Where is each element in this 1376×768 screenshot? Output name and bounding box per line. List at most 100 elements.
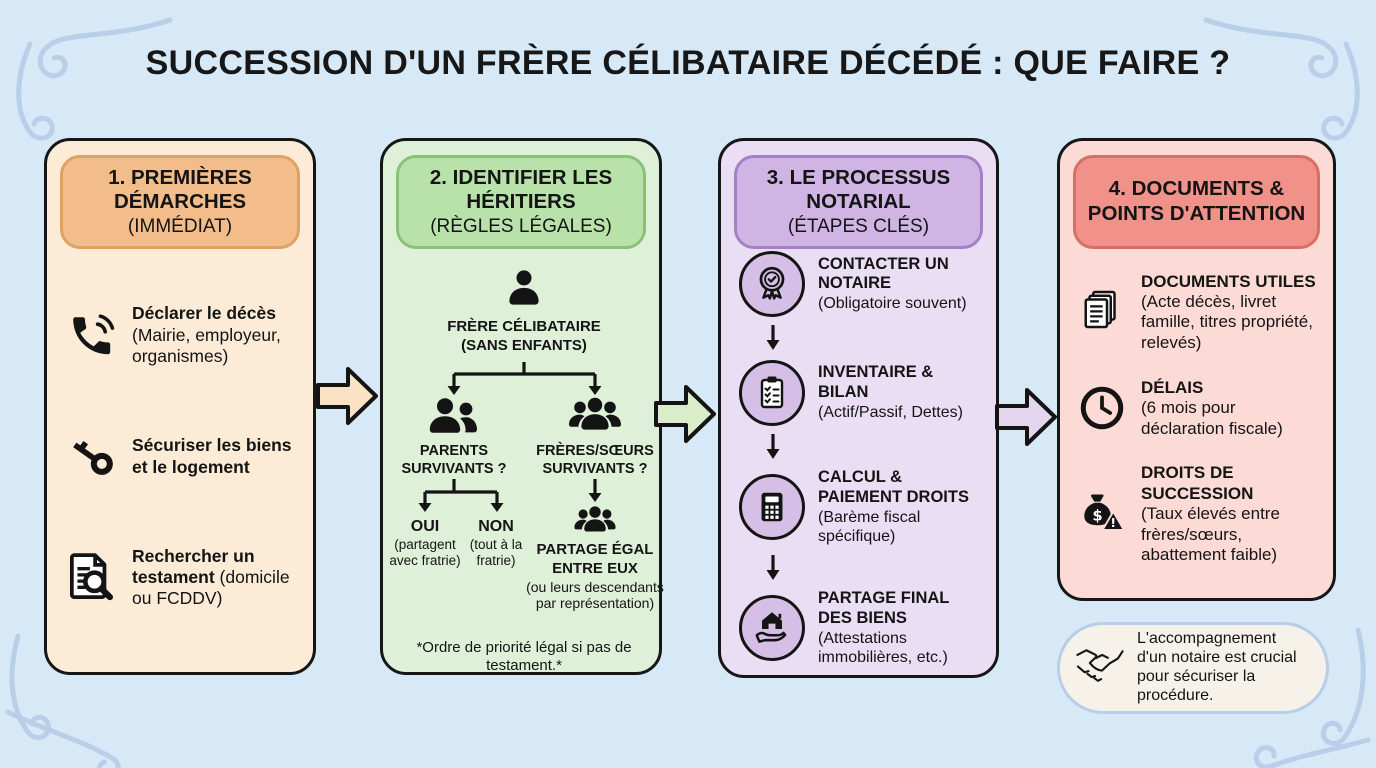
panel1-header-subtitle: (IMMÉDIAT): [127, 215, 233, 237]
panel3-header: 3. LE PROCESSUS NOTARIAL (ÉTAPES CLÉS): [734, 155, 983, 249]
flow-down-arrow: [739, 317, 986, 360]
item-title: Déclarer le décès: [132, 303, 276, 324]
money-bag-warning-icon: $ !: [1076, 490, 1128, 538]
siblings-icon: [566, 391, 624, 444]
item-text: Sécuriser les biens et le logement: [132, 435, 301, 478]
panel2-to-panel3-arrow: [654, 381, 716, 452]
step-title: CONTACTER UN NOTAIRE: [818, 254, 949, 293]
checklist-icon: [739, 359, 805, 426]
step-desc: (Obligatoire souvent): [818, 295, 967, 313]
step-text: CONTACTER UN NOTAIRE (Obligatoire souven…: [818, 255, 986, 314]
tree-share-node: PARTAGE ÉGAL ENTRE EUX (ou leurs descend…: [526, 541, 664, 612]
step-inventaire-bilan: INVENTAIRE & BILAN (Actif/Passif, Dettes…: [739, 359, 986, 426]
share-label: PARTAGE ÉGAL ENTRE EUX: [536, 541, 654, 577]
item-desc: (domicile ou FCDDV): [132, 567, 290, 609]
panel2-header-subtitle: (RÈGLES LÉGALES): [430, 215, 612, 237]
step-title: INVENTAIRE & BILAN: [818, 363, 934, 402]
oui-desc: (partagent avec fratrie): [389, 537, 461, 568]
panel4-header: 4. DOCUMENTS & POINTS D'ATTENTION: [1073, 155, 1320, 249]
documents-icon: [1076, 287, 1128, 337]
root-sublabel: (SANS ENFANTS): [461, 336, 587, 354]
panel-documents-attention: 4. DOCUMENTS & POINTS D'ATTENTION DOCUME…: [1057, 138, 1336, 601]
calculator-icon: [739, 474, 805, 541]
panel-processus-notarial: 3. LE PROCESSUS NOTARIAL (ÉTAPES CLÉS) C…: [718, 138, 999, 678]
panel4-items: DOCUMENTS UTILES (Acte décès, livret fam…: [1076, 247, 1323, 590]
svg-text:$: $: [1092, 508, 1102, 525]
panel3-to-panel4-arrow: [995, 384, 1057, 455]
item-title: Rechercher un testament: [132, 545, 255, 587]
award-icon: [739, 251, 805, 317]
group-icon: [572, 501, 618, 544]
tree-branch-oui: OUI (partagent avec fratrie): [385, 517, 465, 569]
item-desc: (6 mois pour déclaration fiscale): [1141, 398, 1283, 438]
tree-root-label: FRÈRE CÉLIBATAIRE (SANS ENFANTS): [404, 318, 644, 356]
siblings-label: FRÈRES/SŒURS: [536, 443, 654, 459]
non-label: NON: [478, 518, 514, 535]
non-desc: (tout à la fratrie): [469, 537, 523, 568]
panel3-steps: CONTACTER UN NOTAIRE (Obligatoire souven…: [739, 251, 986, 667]
item-text: DÉLAIS (6 mois pour déclaration fiscale): [1141, 378, 1323, 439]
panel-identifier-heritiers: 2. IDENTIFIER LES HÉRITIERS (RÈGLES LÉGA…: [380, 138, 664, 675]
root-label: FRÈRE CÉLIBATAIRE: [447, 318, 601, 335]
clock-icon: [1076, 383, 1128, 433]
phone-icon: [65, 309, 119, 361]
item-title: DOCUMENTS UTILES: [1141, 271, 1316, 291]
list-item: Déclarer le décès (Mairie, employeur, or…: [65, 286, 301, 385]
flow-down-arrow: [739, 546, 986, 589]
tree-siblings-label: FRÈRES/SŒURS SURVIVANTS ?: [529, 442, 661, 478]
panel-premieres-demarches: 1. PREMIÈRES DÉMARCHES (IMMÉDIAT) Déclar…: [44, 138, 316, 675]
tree-branch-non: NON (tout à la fratrie): [457, 517, 535, 569]
parents-sublabel: SURVIVANTS ?: [401, 461, 507, 478]
item-desc: (Mairie, employeur, organismes): [132, 324, 281, 366]
panel1-items: Déclarer le décès (Mairie, employeur, or…: [65, 253, 301, 660]
siblings-sublabel: SURVIVANTS ?: [542, 461, 648, 478]
panel2-header: 2. IDENTIFIER LES HÉRITIERS (RÈGLES LÉGA…: [396, 155, 646, 249]
handshake-icon: [1074, 645, 1126, 692]
step-calcul-droits: CALCUL & PAIEMENT DROITS (Barème fiscal …: [739, 468, 986, 546]
tree-parents-label: PARENTS SURVIVANTS ?: [389, 442, 519, 478]
item-title: DROITS DE SUCCESSION: [1141, 463, 1254, 503]
step-text: CALCUL & PAIEMENT DROITS (Barème fiscal …: [818, 468, 986, 546]
tree-footnote: *Ordre de priorité légal si pas de testa…: [416, 639, 632, 674]
step-contacter-notaire: CONTACTER UN NOTAIRE (Obligatoire souven…: [739, 251, 986, 317]
item-title: Sécuriser les biens et le logement: [132, 435, 292, 477]
step-desc: (Actif/Passif, Dettes): [818, 403, 963, 421]
flow-down-arrow: [739, 426, 986, 469]
panel1-to-panel2-arrow: [316, 363, 378, 434]
step-partage-final: PARTAGE FINAL DES BIENS (Attestations im…: [739, 589, 986, 667]
key-icon: [65, 431, 119, 483]
panel3-header-subtitle: (ÉTAPES CLÉS): [787, 215, 930, 237]
person-icon: [499, 265, 549, 320]
step-text: INVENTAIRE & BILAN (Actif/Passif, Dettes…: [818, 363, 986, 422]
page-title: SUCCESSION D'UN FRÈRE CÉLIBATAIRE DÉCÉDÉ…: [145, 44, 1231, 82]
item-text: Déclarer le décès (Mairie, employeur, or…: [132, 303, 301, 367]
item-text: DROITS DE SUCCESSION (Taux élevés entre …: [1141, 463, 1323, 565]
step-desc: (Barème fiscal spécifique): [818, 508, 921, 546]
callout-text: L'accompagnement d'un notaire est crucia…: [1137, 630, 1297, 704]
panel1-header: 1. PREMIÈRES DÉMARCHES (IMMÉDIAT): [60, 155, 300, 249]
list-item: DOCUMENTS UTILES (Acte décès, livret fam…: [1076, 272, 1323, 354]
step-title: CALCUL & PAIEMENT DROITS: [818, 468, 969, 507]
share-desc: (ou leurs descendants par représentation…: [526, 578, 664, 612]
list-item: DÉLAIS (6 mois pour déclaration fiscale): [1076, 378, 1323, 439]
step-title: PARTAGE FINAL DES BIENS: [818, 589, 950, 627]
panel4-header-title: 4. DOCUMENTS & POINTS D'ATTENTION: [1087, 177, 1306, 225]
parents-label: PARENTS: [419, 443, 489, 459]
step-desc: (Attestations immobilières, etc.): [818, 629, 948, 666]
item-desc: (Taux élevés entre frères/sœurs, abattem…: [1141, 504, 1280, 565]
list-item: $ ! DROITS DE SUCCESSION (Taux élevés en…: [1076, 463, 1323, 565]
item-desc: (Acte décès, livret famille, titres prop…: [1141, 291, 1313, 352]
list-item: Rechercher un testament (domicile ou FCD…: [65, 528, 301, 627]
item-title: DÉLAIS: [1141, 377, 1204, 397]
item-text: Rechercher un testament (domicile ou FCD…: [132, 546, 301, 610]
item-text: DOCUMENTS UTILES (Acte décès, livret fam…: [1141, 272, 1323, 354]
parents-icon: [425, 393, 481, 444]
oui-label: OUI: [410, 518, 440, 535]
step-text: PARTAGE FINAL DES BIENS (Attestations im…: [818, 589, 986, 667]
svg-text:!: !: [1110, 515, 1116, 530]
house-hand-icon: [739, 595, 805, 662]
list-item: Sécuriser les biens et le logement: [65, 418, 301, 496]
notary-callout: L'accompagnement d'un notaire est crucia…: [1057, 622, 1329, 714]
panel3-header-title: 3. LE PROCESSUS NOTARIAL: [766, 165, 951, 214]
